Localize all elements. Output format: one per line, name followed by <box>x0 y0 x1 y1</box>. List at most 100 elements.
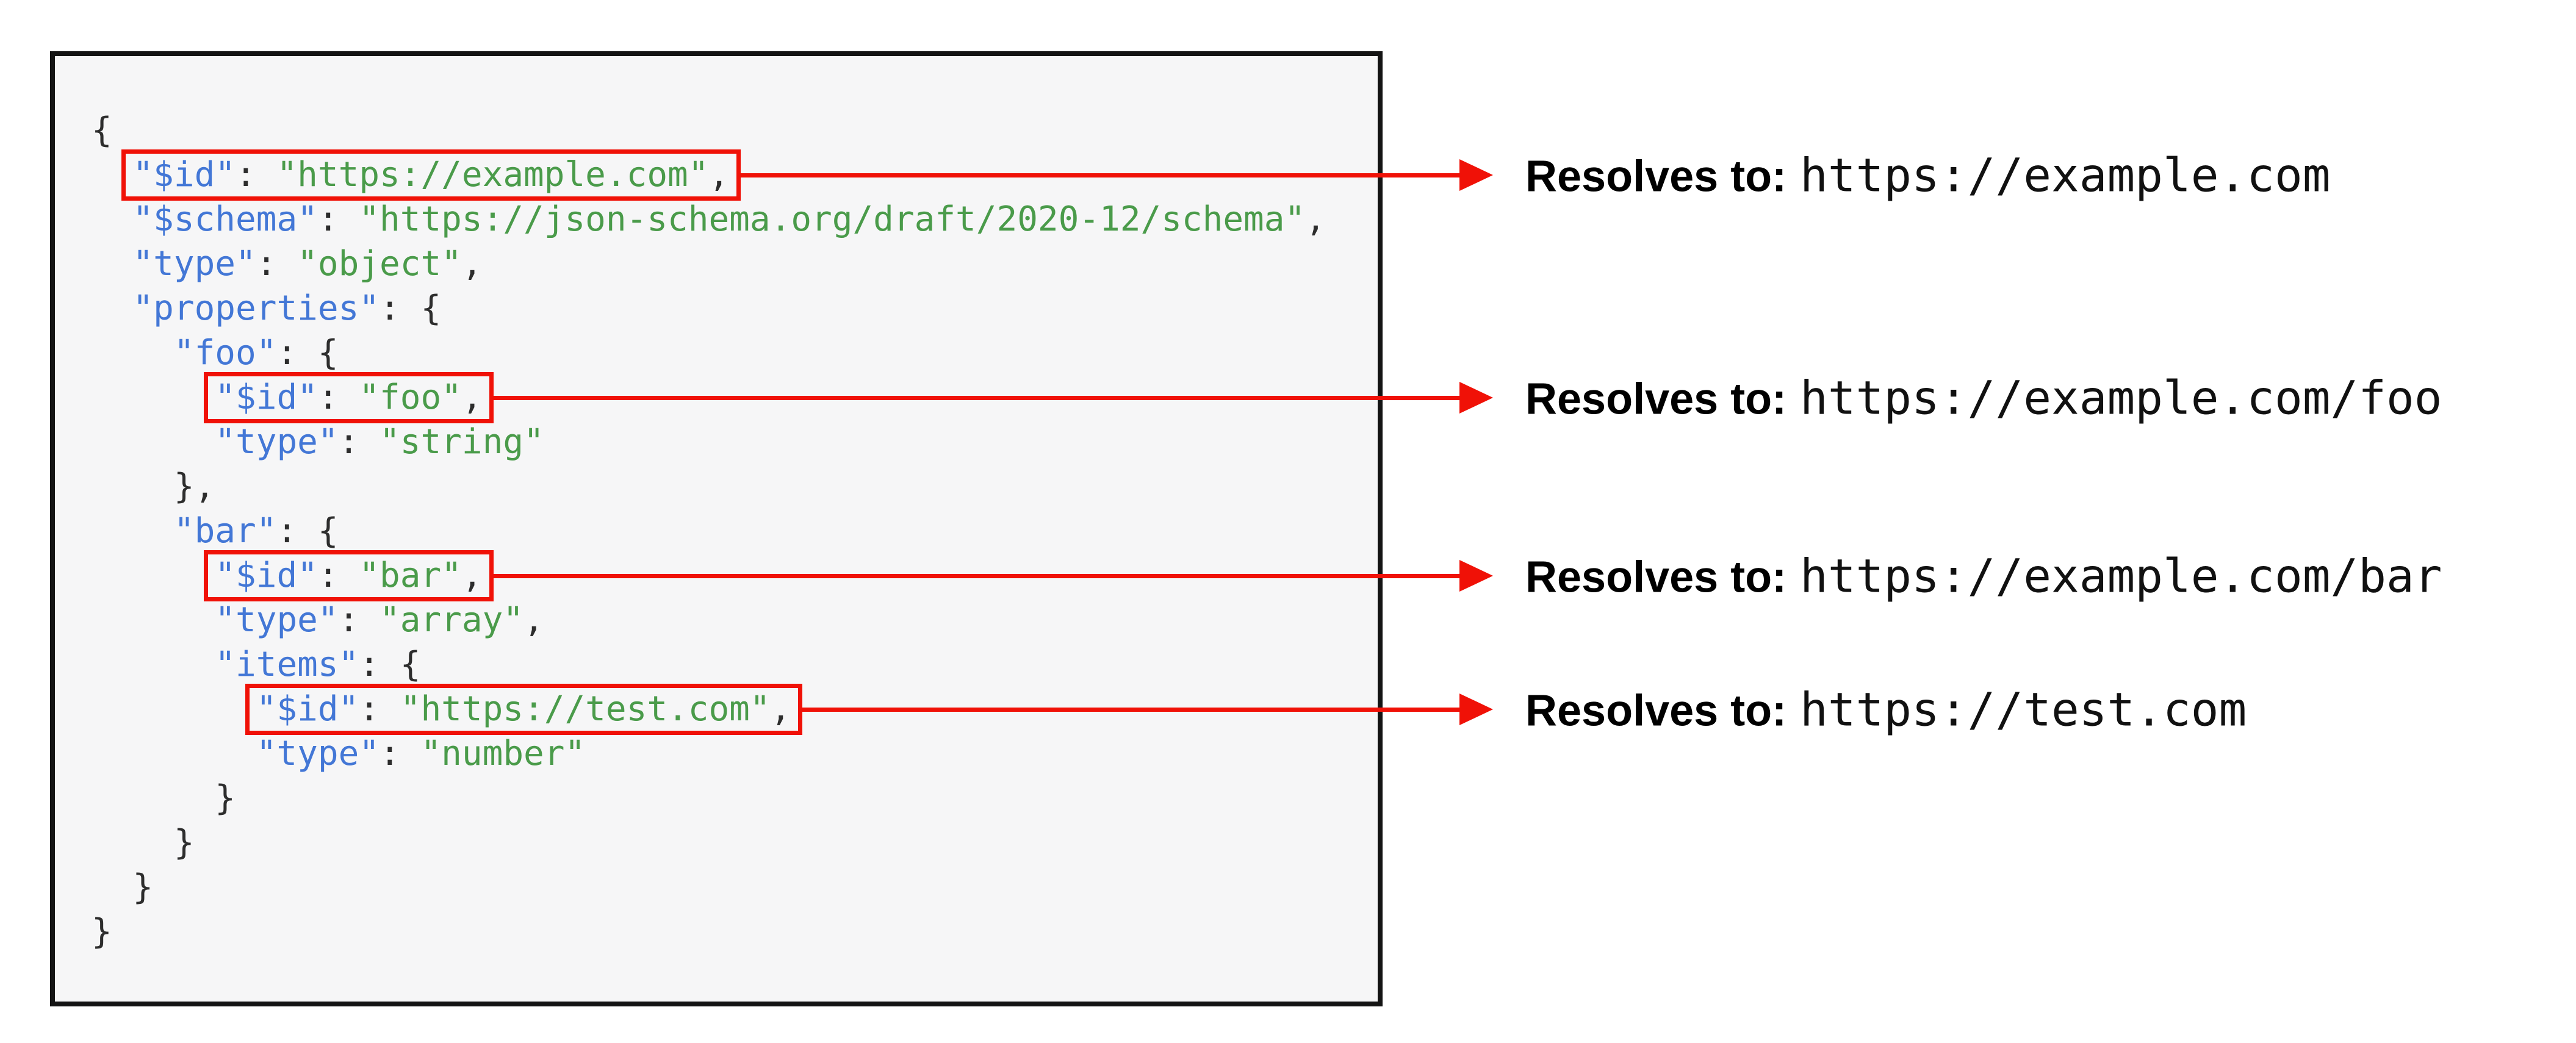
code-token-punct: }, <box>92 467 215 506</box>
id-highlight-box <box>121 149 741 201</box>
code-token-punct <box>92 244 132 284</box>
code-token-key: "type" <box>256 734 380 773</box>
callout-arrow-line <box>491 395 1464 400</box>
code-token-string: "number" <box>420 734 586 773</box>
code-line: } <box>92 776 1378 820</box>
code-token-punct: : { <box>276 511 339 551</box>
code-token-punct: , <box>523 600 544 640</box>
code-token-string: "https://test.com" <box>400 689 771 729</box>
code-token-key: "type" <box>215 422 339 462</box>
code-line: "$schema": "https://json-schema.org/draf… <box>92 197 1378 242</box>
arrow-right-icon <box>1459 382 1493 414</box>
code-token-punct: : <box>338 600 380 640</box>
code-line: "type": "array", <box>92 598 1378 642</box>
code-token-punct: : { <box>276 333 339 373</box>
code-token-punct <box>92 511 174 551</box>
code-token-string: "https://example.com" <box>276 155 709 195</box>
code-token-string: "foo" <box>359 378 462 417</box>
code-token-punct: } <box>92 867 154 907</box>
code-token-punct <box>92 289 132 328</box>
code-token-punct <box>92 422 215 462</box>
code-token-key: "$id" <box>215 556 318 595</box>
code-token-key: "$id" <box>132 155 236 195</box>
code-line: "type": "string" <box>92 420 1378 464</box>
code-token-key: "type" <box>132 244 256 284</box>
code-token-punct: { <box>92 110 112 150</box>
id-highlight-box <box>204 550 494 601</box>
code-line: "items": { <box>92 642 1378 687</box>
code-line: "properties": { <box>92 286 1378 331</box>
code-token-key: "bar" <box>173 511 277 551</box>
resolved-uri-value: https://example.com <box>1800 148 2331 203</box>
code-token-punct <box>92 556 215 595</box>
callout-arrow-line <box>738 173 1464 177</box>
code-token-string: "https://json-schema.org/draft/2020-12/s… <box>359 199 1306 239</box>
code-line: "bar": { <box>92 509 1378 553</box>
code-token-key: "foo" <box>173 333 277 373</box>
code-line: "foo": { <box>92 331 1378 375</box>
resolved-uri-value: https://test.com <box>1800 682 2247 737</box>
code-token-punct: : <box>380 734 421 773</box>
code-token-punct <box>92 734 256 773</box>
code-token-key: "items" <box>215 645 359 684</box>
resolves-to-label: Resolves to: <box>1525 152 1787 201</box>
code-token-punct: : <box>317 378 359 417</box>
code-token-key: "$id" <box>215 378 318 417</box>
resolves-to-label: Resolves to: <box>1525 553 1787 602</box>
code-line: "$id": "https://test.com", <box>92 687 1378 731</box>
arrow-right-icon <box>1459 560 1493 592</box>
code-token-punct: , <box>770 689 791 729</box>
code-token-punct: , <box>461 556 483 595</box>
code-token-punct <box>92 645 215 684</box>
arrow-right-icon <box>1459 694 1493 725</box>
code-token-punct <box>92 378 215 417</box>
code-line: "type": "number" <box>92 731 1378 776</box>
code-token-punct: : <box>359 689 400 729</box>
resolves-annotation: Resolves to: https://test.com <box>1525 683 2247 737</box>
resolves-annotation: Resolves to: https://example.com/foo <box>1525 371 2442 425</box>
id-highlight-box <box>245 684 802 735</box>
code-token-string: "string" <box>380 422 544 462</box>
resolves-annotation: Resolves to: https://example.com <box>1525 148 2331 203</box>
callout-arrow-line <box>491 573 1464 578</box>
code-line: } <box>92 865 1378 909</box>
code-lines: { "$id": "https://example.com", "$schema… <box>92 108 1378 954</box>
code-token-string: "bar" <box>359 556 462 595</box>
resolves-annotation: Resolves to: https://example.com/bar <box>1525 549 2442 603</box>
code-token-punct: : <box>338 422 380 462</box>
code-token-punct: : { <box>380 289 442 328</box>
code-line: "type": "object", <box>92 242 1378 286</box>
resolved-uri-value: https://example.com/foo <box>1800 370 2442 425</box>
resolved-uri-value: https://example.com/bar <box>1800 548 2442 603</box>
code-token-punct: : { <box>359 645 421 684</box>
code-line: } <box>92 820 1378 865</box>
code-token-punct: : <box>317 199 359 239</box>
code-token-punct: : <box>256 244 298 284</box>
code-token-punct: , <box>708 155 730 195</box>
code-token-string: "array" <box>380 600 524 640</box>
id-highlight-box <box>204 372 494 423</box>
code-token-string: "object" <box>297 244 462 284</box>
code-token-key: "type" <box>215 600 339 640</box>
code-token-punct <box>92 333 174 373</box>
code-token-punct: , <box>1305 199 1326 239</box>
code-token-key: "$schema" <box>132 199 318 239</box>
code-token-punct <box>92 689 256 729</box>
code-line: { <box>92 108 1378 152</box>
code-token-punct: : <box>317 556 359 595</box>
code-line: "$id": "https://example.com", <box>92 152 1378 197</box>
code-token-key: "$id" <box>256 689 359 729</box>
code-token-punct: , <box>461 378 483 417</box>
resolves-to-label: Resolves to: <box>1525 375 1787 424</box>
resolves-to-label: Resolves to: <box>1525 686 1787 736</box>
code-token-punct: } <box>92 823 195 862</box>
code-token-key: "properties" <box>132 289 380 328</box>
code-token-punct: : <box>236 155 277 195</box>
json-schema-code-panel: { "$id": "https://example.com", "$schema… <box>50 51 1383 1006</box>
code-token-punct: } <box>92 778 236 818</box>
code-token-punct: , <box>461 244 483 284</box>
code-token-punct: } <box>92 912 112 952</box>
code-line: "$id": "foo", <box>92 375 1378 420</box>
code-line: } <box>92 909 1378 954</box>
